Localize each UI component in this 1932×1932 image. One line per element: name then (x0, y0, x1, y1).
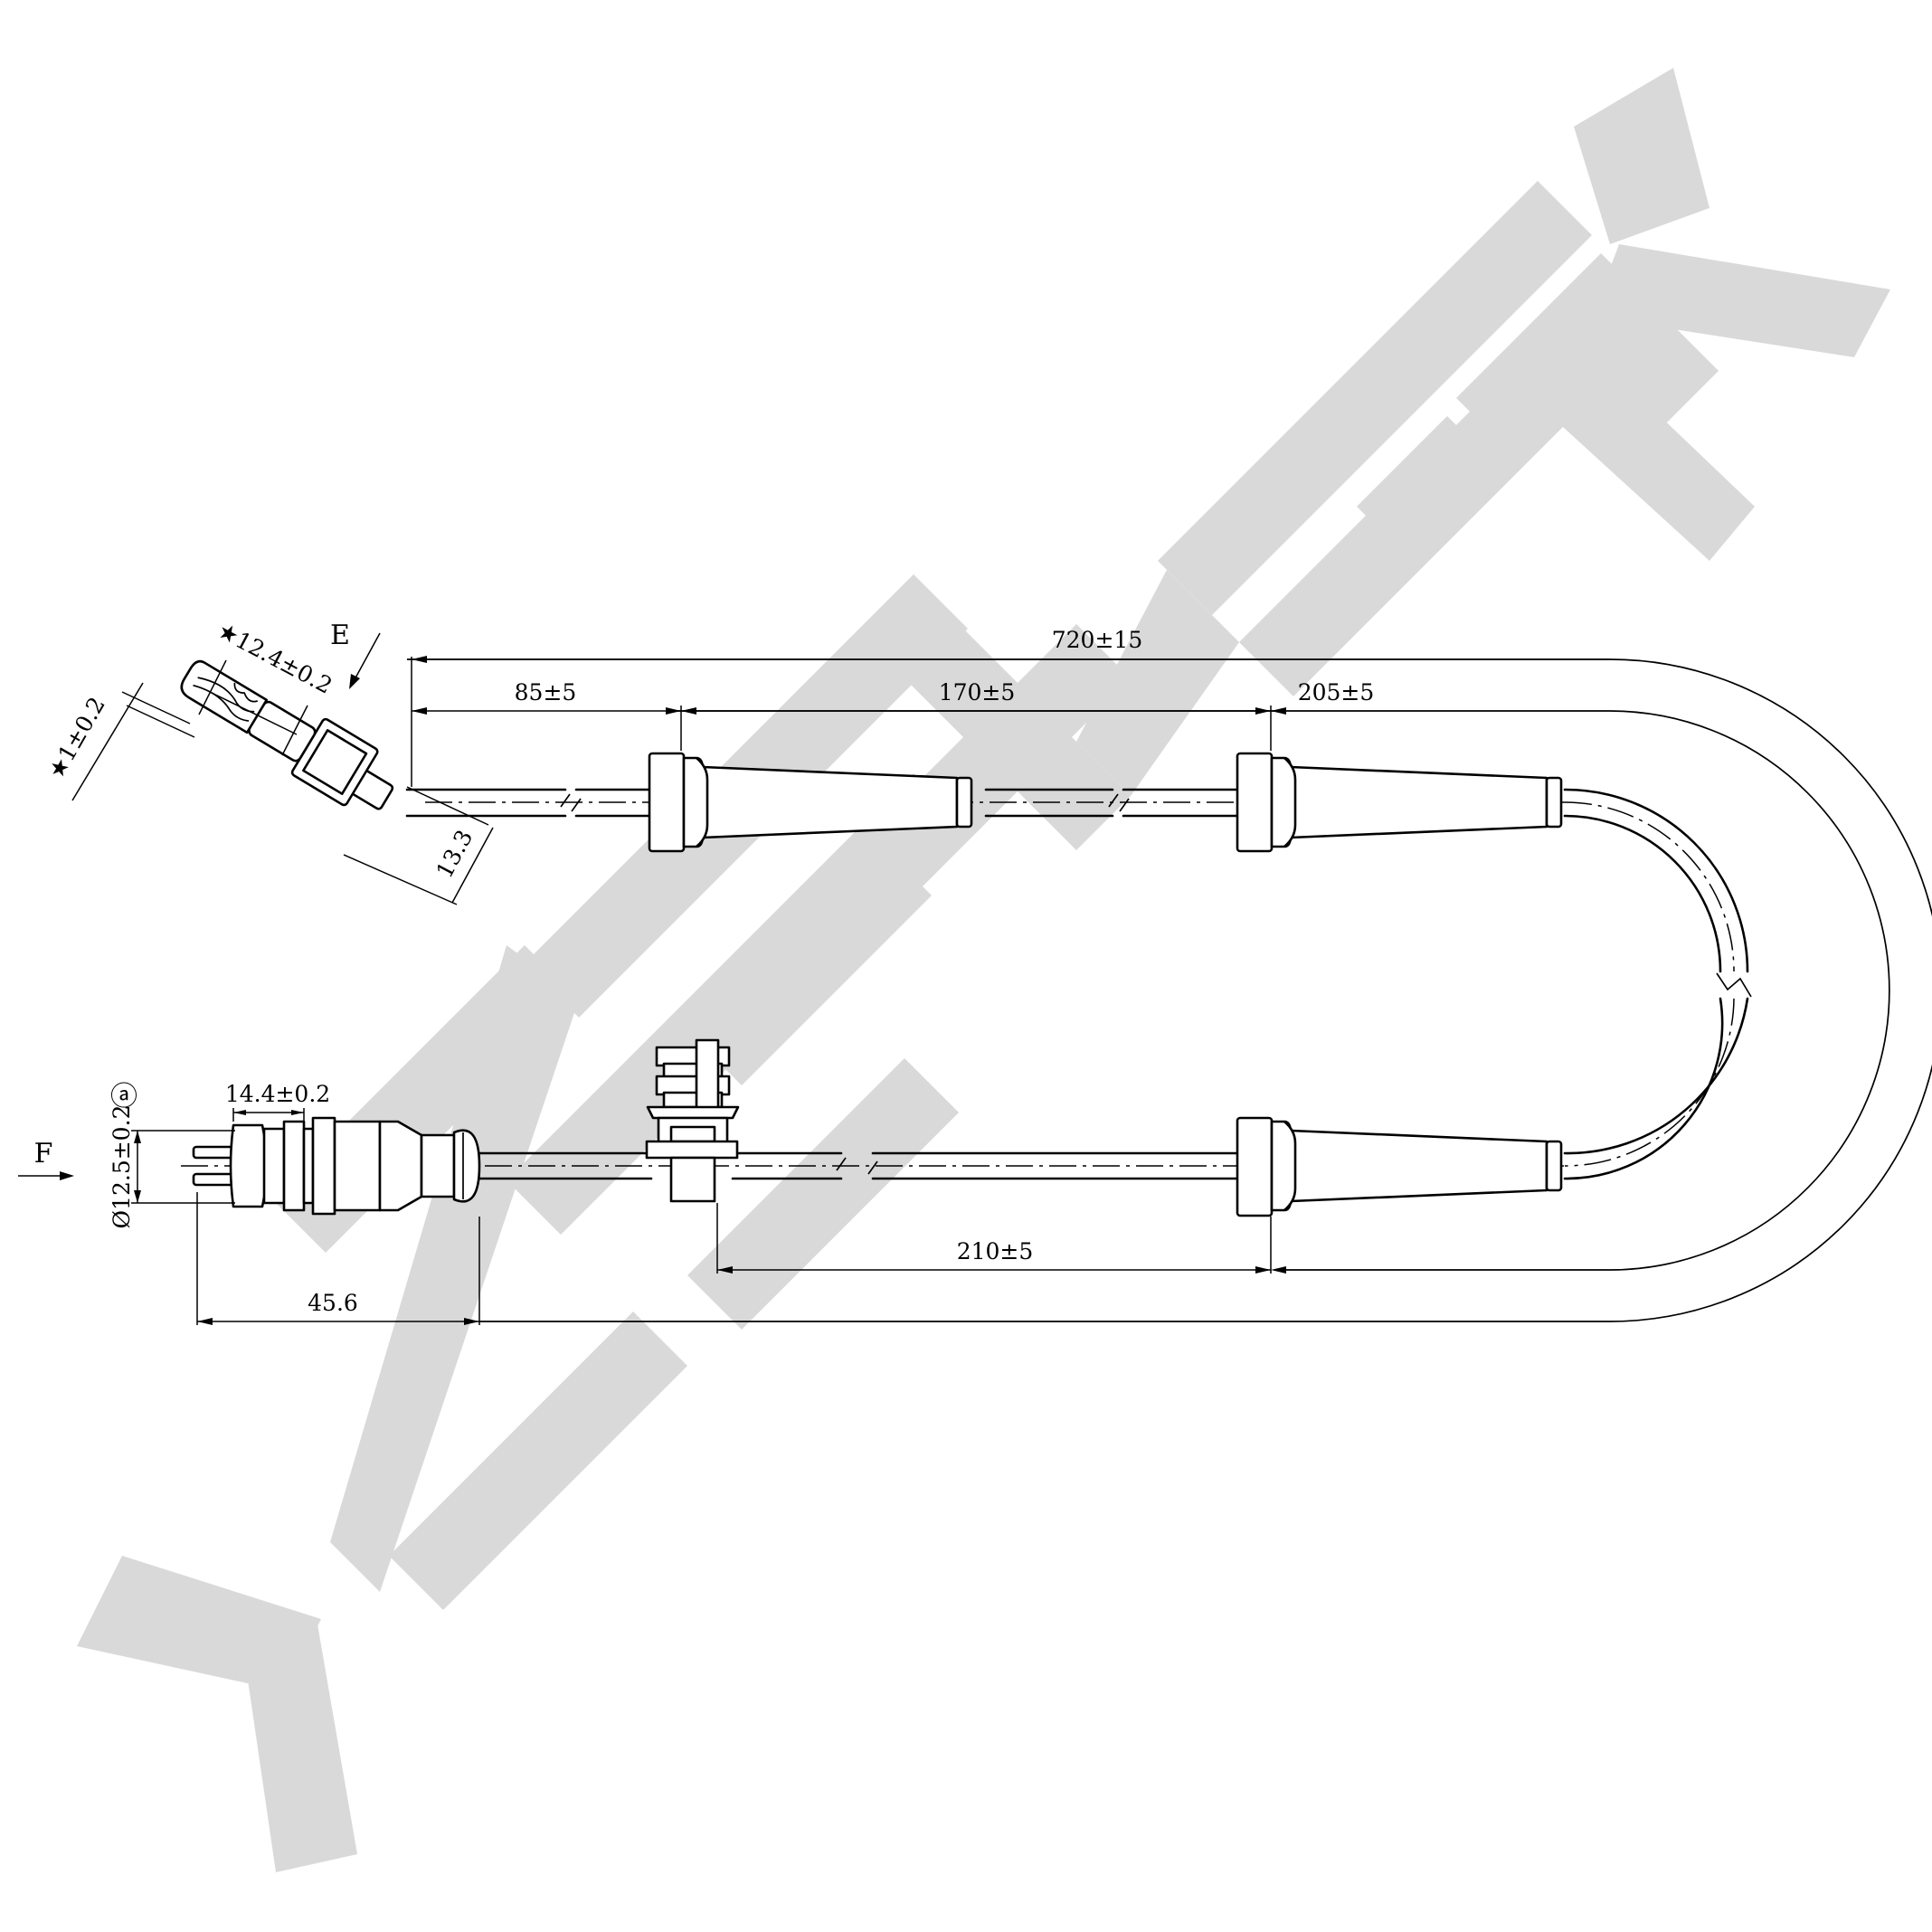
grommet-2 (1236, 752, 1563, 853)
grommet-3 (1236, 1116, 1563, 1217)
dim-connector-body: 14.4±0.2 (225, 1081, 330, 1107)
dim-total-length: 720±15 (1052, 627, 1142, 653)
view-label-a: ⓐ (110, 1081, 137, 1113)
watermark-logo (77, 68, 1890, 1872)
cable-bend (1563, 788, 1752, 1180)
view-label-f: F (34, 1138, 53, 1170)
dim-sensor-tip: ★1±0.2 (43, 693, 110, 783)
grommet-1 (648, 752, 973, 853)
view-label-e: E (330, 620, 350, 651)
dimension-lines (18, 632, 1610, 1325)
envelope-outer (407, 658, 1932, 1322)
sensor-head (180, 659, 394, 810)
dim-seg3: 205±5 (1298, 679, 1375, 706)
dim-seg-bottom: 210±5 (957, 1238, 1034, 1264)
dim-seg1: 85±5 (515, 679, 577, 706)
dim-sensor-offset: 13.3 (431, 826, 478, 883)
envelope-inner (669, 710, 1890, 1271)
dim-seg2: 170±5 (939, 679, 1016, 706)
mounting-clip (645, 1038, 740, 1203)
dim-connector-length: 45.6 (308, 1290, 358, 1316)
dim-connector-diameter: Ø12.5±0.2 (109, 1105, 135, 1229)
upper-cable (405, 788, 1241, 818)
lower-cable (478, 1151, 1241, 1180)
plug-connector (192, 1116, 481, 1216)
